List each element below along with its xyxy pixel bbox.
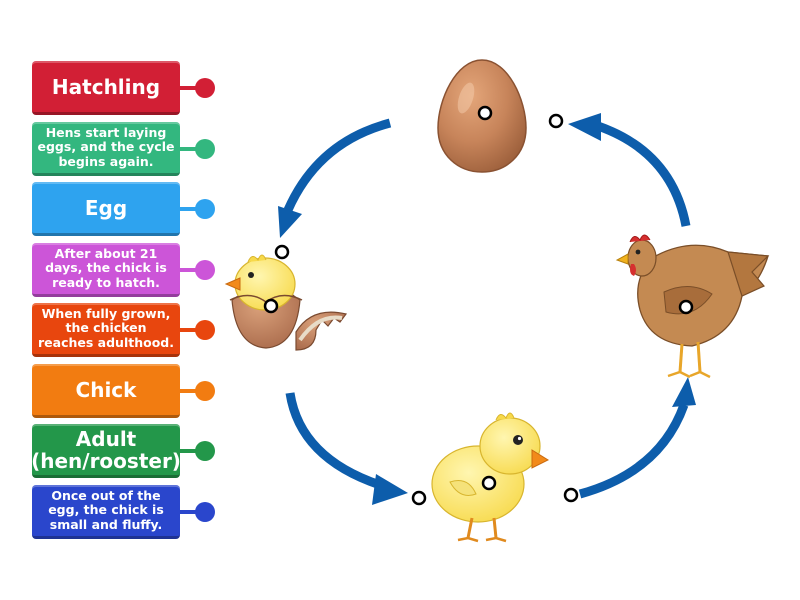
connector-dot[interactable]: [195, 320, 215, 340]
hatching-chick-illustration: [224, 254, 348, 351]
connector-line: [180, 268, 198, 272]
label-card-ready-to-hatch[interactable]: After about 21 days, the chick is ready …: [32, 243, 180, 297]
connector-line: [180, 328, 198, 332]
label-card-adulthood[interactable]: When fully grown, the chicken reaches ad…: [32, 303, 180, 357]
label-row: Once out of the egg, the chick is small …: [32, 485, 222, 539]
drop-target-hatchling[interactable]: [263, 298, 279, 314]
label-row: Chick: [32, 364, 222, 418]
connector-line: [180, 86, 198, 90]
connector-dot[interactable]: [195, 139, 215, 159]
drop-target-arrow-chick-to-hen[interactable]: [563, 487, 579, 503]
label-card-hens-laying[interactable]: Hens start laying eggs, and the cycle be…: [32, 122, 180, 176]
drop-target-arrow-hen-to-egg[interactable]: [548, 113, 564, 129]
label-row: Egg: [32, 182, 222, 236]
drop-target-chick[interactable]: [481, 475, 497, 491]
label-text: Once out of the egg, the chick is small …: [48, 487, 164, 532]
label-list: Hatchling Hens start laying eggs, and th…: [0, 0, 230, 600]
chick-illustration: [431, 412, 550, 543]
connector-dot[interactable]: [195, 78, 215, 98]
label-text: Hens start laying eggs, and the cycle be…: [37, 124, 175, 169]
label-card-egg[interactable]: Egg: [32, 182, 180, 236]
label-row: Adult (hen/rooster): [31, 424, 222, 478]
connector-dot[interactable]: [195, 199, 215, 219]
label-row: Hatchling: [32, 61, 222, 115]
arrow-egg-to-hatchling: [278, 118, 392, 238]
arrow-hen-to-egg: [568, 113, 691, 227]
connector-line: [180, 449, 198, 453]
label-card-chick[interactable]: Chick: [32, 364, 180, 418]
connector-line: [180, 207, 198, 211]
connector-line: [180, 389, 198, 393]
label-text: Hatchling: [51, 74, 161, 99]
drop-target-adult[interactable]: [678, 299, 694, 315]
label-row: When fully grown, the chicken reaches ad…: [32, 303, 222, 357]
connector-dot[interactable]: [195, 502, 215, 522]
label-text: Chick: [75, 377, 137, 402]
drop-target-arrow-hatchling-to-chick[interactable]: [411, 490, 427, 506]
hen-illustration: [615, 234, 770, 379]
label-card-hatchling[interactable]: Hatchling: [32, 61, 180, 115]
connector-dot[interactable]: [195, 441, 215, 461]
label-text: Adult (hen/rooster): [31, 426, 181, 473]
connector-line: [180, 510, 198, 514]
cycle-arrows: [278, 113, 696, 505]
label-text: After about 21 days, the chick is ready …: [45, 245, 167, 290]
connector-line: [180, 147, 198, 151]
label-text: When fully grown, the chicken reaches ad…: [38, 305, 174, 350]
label-row: After about 21 days, the chick is ready …: [32, 243, 222, 297]
arrow-hatchling-to-chick: [285, 392, 408, 505]
connector-dot[interactable]: [195, 260, 215, 280]
drop-target-egg[interactable]: [477, 105, 493, 121]
label-card-adult[interactable]: Adult (hen/rooster): [31, 424, 181, 478]
label-card-small-fluffy[interactable]: Once out of the egg, the chick is small …: [32, 485, 180, 539]
drop-target-arrow-egg-to-hatchling[interactable]: [274, 244, 290, 260]
drop-targets: [263, 105, 694, 506]
connector-dot[interactable]: [195, 381, 215, 401]
label-row: Hens start laying eggs, and the cycle be…: [32, 122, 222, 176]
arrow-chick-to-hen: [578, 377, 696, 499]
label-text: Egg: [84, 195, 128, 220]
